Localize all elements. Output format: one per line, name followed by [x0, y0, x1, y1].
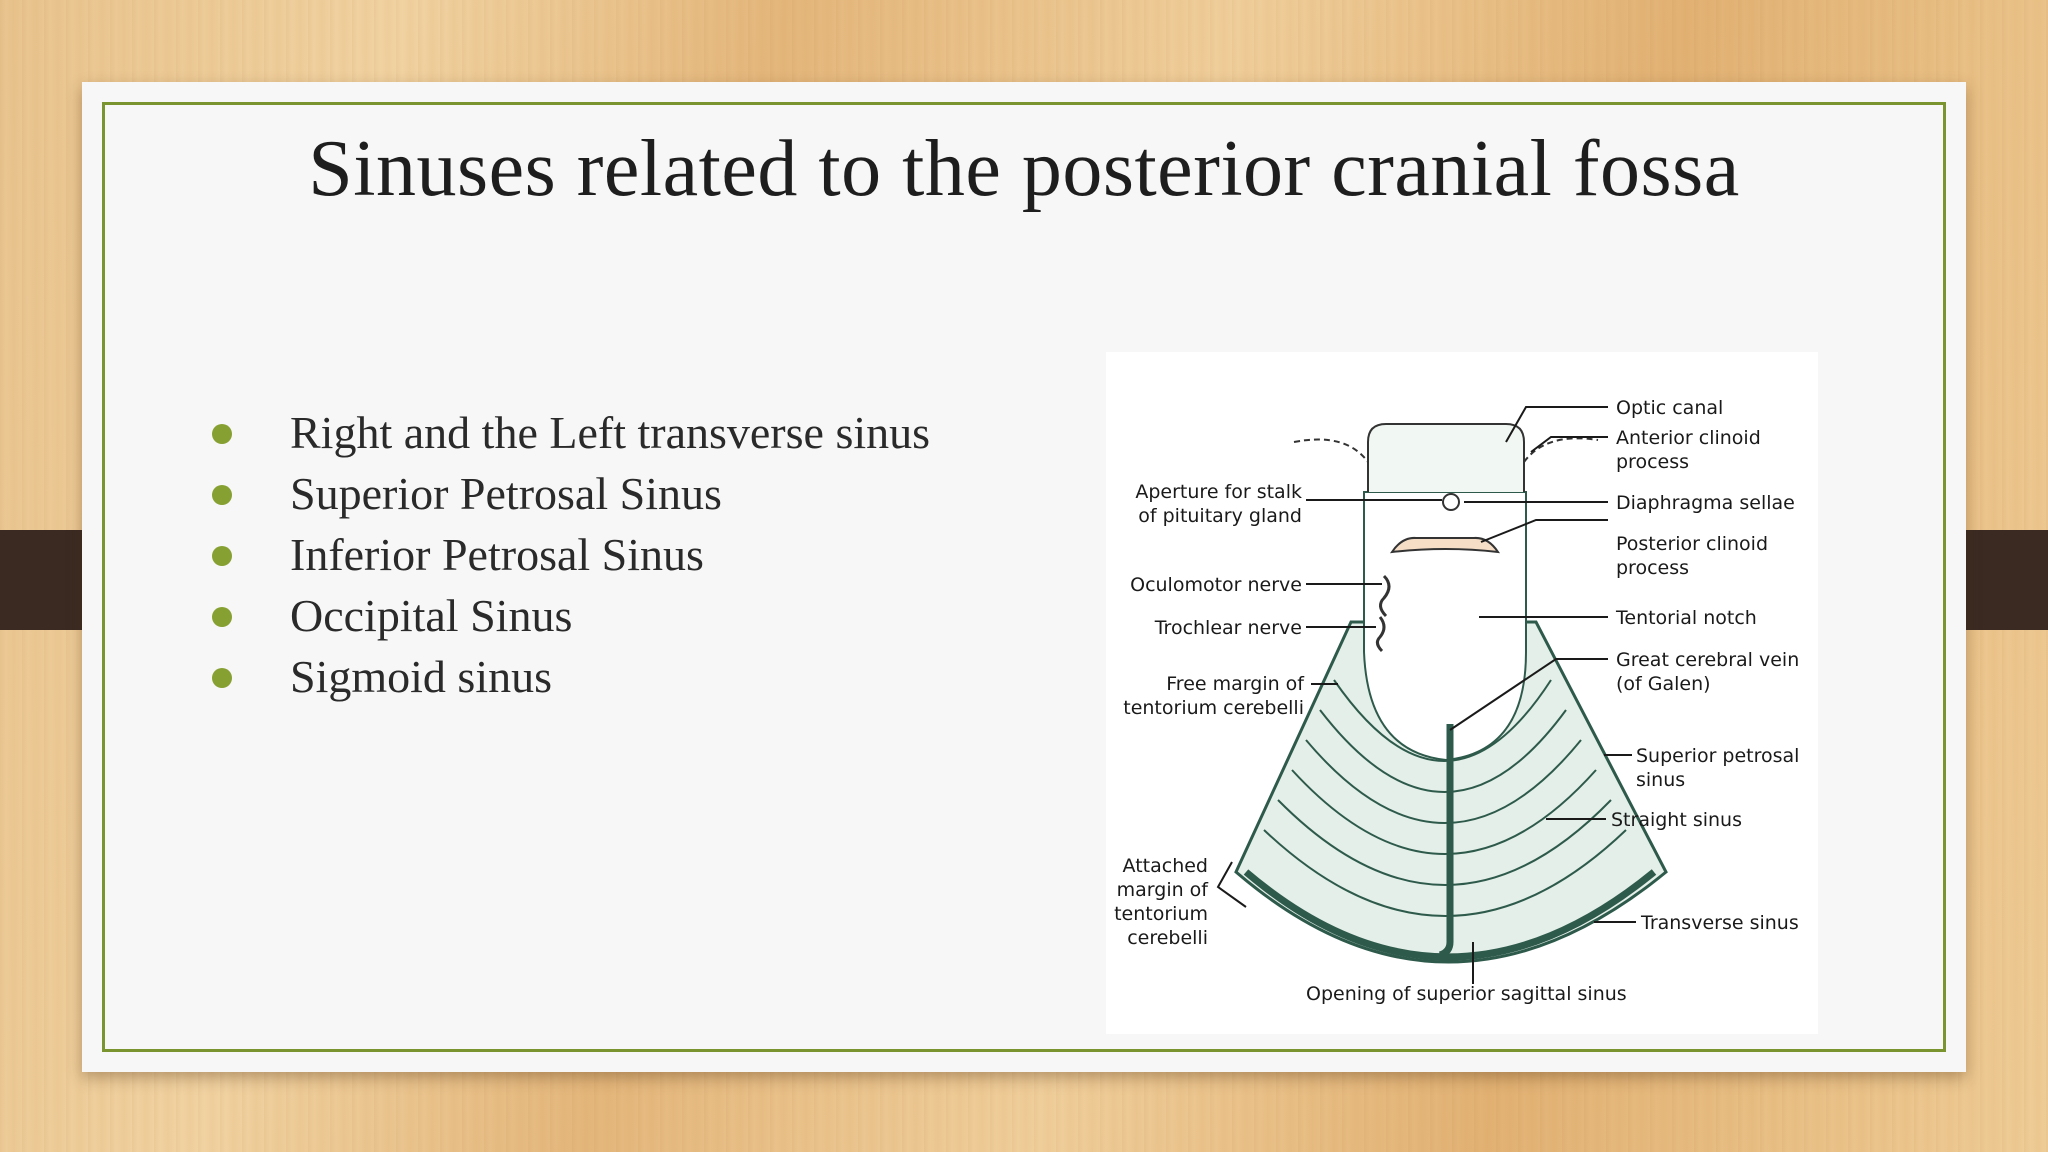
label-superior-petrosal-2: sinus — [1636, 769, 1685, 791]
bullet-item: Inferior Petrosal Sinus — [212, 524, 930, 585]
bullet-item: Right and the Left transverse sinus — [212, 402, 930, 463]
label-attached-margin-3: tentorium — [1114, 903, 1208, 925]
label-tentorial-notch: Tentorial notch — [1615, 607, 1757, 629]
label-free-margin-2: tentorium cerebelli — [1123, 697, 1304, 719]
label-anterior-clinoid: Anterior clinoid — [1616, 427, 1761, 449]
label-superior-petrosal: Superior petrosal — [1636, 745, 1799, 767]
posterior-clinoid — [1389, 536, 1501, 554]
bullet-dot-icon — [212, 546, 232, 566]
label-great-cerebral-vein-2: (of Galen) — [1616, 673, 1711, 695]
label-posterior-clinoid: Posterior clinoid — [1616, 533, 1768, 555]
label-opening-superior-sagittal-sinus: Opening of superior sagittal sinus — [1306, 983, 1627, 1005]
bullet-dot-icon — [212, 668, 232, 688]
label-diaphragma-sellae: Diaphragma sellae — [1616, 492, 1795, 514]
slide: Sinuses related to the posterior cranial… — [82, 82, 1966, 1072]
label-oculomotor-nerve: Oculomotor nerve — [1130, 574, 1302, 596]
tentorium-arc — [1263, 829, 1627, 917]
anterior-clinoid-left — [1293, 438, 1369, 463]
label-aperture-stalk: Aperture for stalk — [1135, 481, 1302, 503]
tentorium-arc — [1291, 769, 1597, 855]
tentorium-arc — [1277, 799, 1612, 886]
label-transverse-sinus: Transverse sinus — [1640, 912, 1799, 934]
label-posterior-clinoid-2: process — [1616, 557, 1689, 579]
label-free-margin: Free margin of — [1166, 673, 1305, 695]
straight-sinus — [1438, 724, 1454, 959]
leader-lines — [1216, 406, 1636, 984]
trochlear-nerve — [1375, 616, 1386, 653]
label-optic-canal: Optic canal — [1616, 397, 1723, 419]
sella-region — [1367, 423, 1525, 492]
slide-title: Sinuses related to the posterior cranial… — [308, 125, 1740, 213]
tentorium-diagram: Optic canal Anterior clinoid process Dia… — [1106, 352, 1818, 1034]
label-straight-sinus: Straight sinus — [1611, 809, 1742, 831]
bullet-dot-icon — [212, 607, 232, 627]
label-anterior-clinoid-2: process — [1616, 451, 1689, 473]
tentorium-arc — [1305, 739, 1582, 824]
label-attached-margin-2: margin of — [1117, 879, 1210, 901]
transverse-sinus-line — [1243, 869, 1657, 961]
oculomotor-nerve — [1379, 574, 1391, 618]
label-attached-margin: Attached — [1123, 855, 1208, 877]
bullet-list: Right and the Left transverse sinus Supe… — [212, 402, 930, 707]
tentorial-notch — [1363, 491, 1527, 762]
label-great-cerebral-vein: Great cerebral vein — [1616, 649, 1799, 671]
tentorium-arc — [1319, 709, 1567, 793]
label-attached-margin-4: cerebelli — [1127, 927, 1208, 949]
bullet-item: Superior Petrosal Sinus — [212, 463, 930, 524]
anterior-clinoid-right — [1523, 437, 1599, 463]
label-trochlear-nerve: Trochlear nerve — [1154, 617, 1302, 639]
pituitary-aperture — [1442, 493, 1460, 511]
bullet-item: Sigmoid sinus — [212, 646, 930, 707]
bullet-dot-icon — [212, 485, 232, 505]
bullet-item: Occipital Sinus — [212, 585, 930, 646]
slide-border — [102, 102, 1946, 1052]
label-aperture-stalk-2: of pituitary gland — [1138, 505, 1302, 527]
bullet-dot-icon — [212, 424, 232, 444]
tentorium-illustration: Optic canal Anterior clinoid process Dia… — [1114, 397, 1799, 1005]
